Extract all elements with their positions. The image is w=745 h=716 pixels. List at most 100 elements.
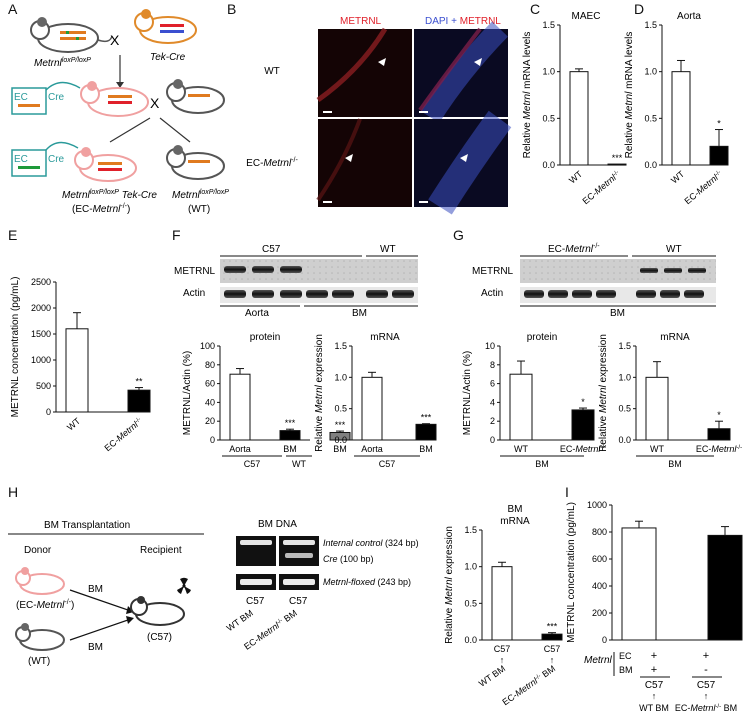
y-tick-label: 8 xyxy=(490,360,495,370)
chart-title: mRNA xyxy=(660,332,690,343)
blot-g-row1: METRNL xyxy=(472,266,514,277)
y-tick-label: 100 xyxy=(200,341,215,351)
y-tick-label: 1000 xyxy=(31,355,51,365)
category-label: BM xyxy=(333,444,347,454)
chart-title: Aorta xyxy=(677,11,701,22)
h-source-label: EC-Metrnl-/- BM xyxy=(500,663,557,707)
y-tick-label: 1.0 xyxy=(334,372,347,382)
category-label: EC-Metrnl-/- xyxy=(696,444,742,454)
y-axis-label: METRNL/Actin (%) xyxy=(182,351,193,435)
category-label: WT xyxy=(65,416,83,433)
y-tick-label: 1.5 xyxy=(464,525,477,535)
f-protein-c57-group: C57 xyxy=(244,459,261,469)
category-label: C57 xyxy=(494,644,511,654)
blot-f-tissue1: Aorta xyxy=(245,308,269,319)
mouse-ec-ko-icon xyxy=(74,147,137,182)
i-ecbm: EC-Metrnl-/- BM xyxy=(675,703,737,713)
h-donor1: (EC-Metrnl-/-) xyxy=(16,599,74,611)
panel-letter-g: G xyxy=(453,227,464,243)
blot-f-group2: WT xyxy=(380,244,396,255)
b-row2-label: EC-Metrnl-/- xyxy=(246,157,298,169)
y-tick-label: 0.0 xyxy=(334,435,347,445)
panel-letter-f: F xyxy=(172,227,181,243)
panel-letter-b: B xyxy=(227,1,236,17)
y-tick-label: 0.0 xyxy=(618,435,631,445)
radiation-icon xyxy=(177,577,191,594)
y-tick-label: 500 xyxy=(36,381,51,391)
blot-f-row2: Actin xyxy=(183,288,205,299)
y-tick-label: 1000 xyxy=(587,500,607,510)
y-tick-label: 20 xyxy=(205,416,215,426)
category-label: WT xyxy=(514,444,528,454)
ec-cell-box xyxy=(11,87,47,115)
gel-band1-label: Internal control (324 bp) xyxy=(323,538,419,548)
blot-f-tissue2: BM xyxy=(352,308,367,319)
category-label: WT xyxy=(650,444,664,454)
b-row1-label: WT xyxy=(264,66,280,77)
category-label: WT xyxy=(567,169,585,186)
y-axis-label: METRNL concentration (pg/mL) xyxy=(10,277,21,418)
y-tick-label: 0 xyxy=(490,435,495,445)
panel-g-western-blot: EC-Metrnl-/- WT METRNL Actin BM xyxy=(472,243,716,319)
category-label: EC-Metrnl-/- xyxy=(580,169,622,206)
ko-genotype: MetrnlloxP/loxP Tek-Cre xyxy=(62,189,157,201)
bar xyxy=(671,71,691,166)
y-axis-label: Relative Metrnl mRNA levels xyxy=(624,32,635,159)
f-protein-wt-group: WT xyxy=(292,459,306,469)
mouse1-genotype: MetrnlloxP/loxP xyxy=(34,57,91,69)
mouse-recipient-icon xyxy=(130,596,185,626)
significance-label: * xyxy=(581,397,585,407)
y-axis-label: METRNL/Actin (%) xyxy=(462,351,473,435)
y-tick-label: 1.5 xyxy=(334,341,347,351)
h-donor2: (WT) xyxy=(28,656,50,667)
i-ec-label: EC xyxy=(619,651,632,661)
b-col1-title: METRNL xyxy=(340,16,382,27)
blot-f-group1: C57 xyxy=(262,244,281,255)
y-tick-label: 2000 xyxy=(31,303,51,313)
gel-lane1-source: WT BM xyxy=(225,608,255,633)
panel-letter-d: D xyxy=(634,1,644,17)
wt-label: (WT) xyxy=(188,204,210,215)
panel-a-breeding-scheme: MetrnlloxP/loxP X Tek-Cre EC Cre X xyxy=(11,9,229,215)
ko-label: (EC-Metrnl-/-) xyxy=(72,203,130,215)
i-c1-bm: + xyxy=(651,664,657,676)
panel-f-western-blot: C57 WT METRNL Actin Aorta BM xyxy=(174,244,418,319)
blot-g-tissue: BM xyxy=(610,308,625,319)
panel-h-transplant-scheme: BM Transplantation Donor Recipient (EC-M… xyxy=(8,519,419,667)
mouse-wt-icon xyxy=(166,145,225,180)
i-gene-label: Metrnl xyxy=(584,655,613,666)
y-tick-label: 60 xyxy=(205,379,215,389)
chart-title: protein xyxy=(250,332,281,343)
y-tick-label: 800 xyxy=(592,527,607,537)
y-tick-label: 0 xyxy=(210,435,215,445)
blot-g-group1: EC-Metrnl-/- xyxy=(548,243,600,255)
bar xyxy=(541,633,563,641)
y-tick-label: 10 xyxy=(485,341,495,351)
h-arrow: ↑ xyxy=(550,655,555,665)
mouse2-genotype: Tek-Cre xyxy=(150,52,186,63)
gel-band2-label: Cre (100 bp) xyxy=(323,554,374,564)
significance-label: ** xyxy=(135,377,143,387)
bar xyxy=(707,534,743,641)
y-axis-label: Relative Metrnl mRNA levels xyxy=(522,32,533,159)
y-tick-label: 2500 xyxy=(31,277,51,287)
panel-i-genotype-table: Metrnl EC BM + + + - C57 C57 ↑ ↑ WT BM E… xyxy=(584,650,737,713)
panel-letter-e: E xyxy=(8,227,17,243)
category-label: BM xyxy=(283,444,297,454)
gel-band3-label: Metrnl-floxed (243 bp) xyxy=(323,577,411,587)
mouse-floxed-icon xyxy=(30,17,113,53)
bar xyxy=(571,409,595,441)
g-protein-bm-group: BM xyxy=(535,459,549,469)
bar xyxy=(229,373,251,441)
y-tick-label: 1.5 xyxy=(542,20,555,30)
bar xyxy=(569,71,589,166)
mouse-tekcre-icon xyxy=(134,9,197,44)
y-tick-label: 1.0 xyxy=(644,67,657,77)
significance-label: *** xyxy=(547,622,558,632)
h-source-label: WT BM xyxy=(477,663,507,688)
i-c1-ec: + xyxy=(651,650,657,662)
